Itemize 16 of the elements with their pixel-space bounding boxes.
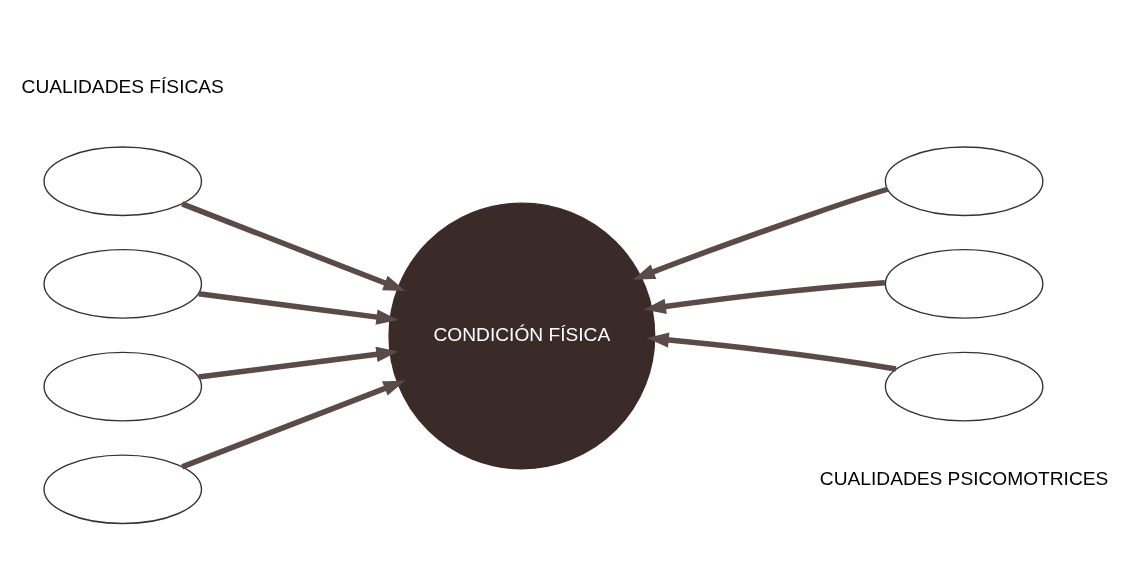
arrow xyxy=(198,346,399,380)
arrow xyxy=(646,332,897,372)
node-ellipse xyxy=(884,146,1044,217)
arrow xyxy=(643,279,886,315)
label: CUALIDADES PSICOMOTRICES xyxy=(819,467,1109,489)
arrow xyxy=(198,291,399,325)
node-ellipse xyxy=(43,249,203,319)
arrow xyxy=(181,201,406,291)
arrow xyxy=(633,186,889,280)
node-ellipse xyxy=(43,351,203,422)
label: CUALIDADES FÍSICAS xyxy=(21,76,224,98)
node-ellipse xyxy=(43,146,203,217)
arrow xyxy=(181,380,406,470)
node-ellipse xyxy=(43,454,203,525)
node-ellipse xyxy=(884,351,1044,422)
node-ellipse xyxy=(884,249,1044,319)
